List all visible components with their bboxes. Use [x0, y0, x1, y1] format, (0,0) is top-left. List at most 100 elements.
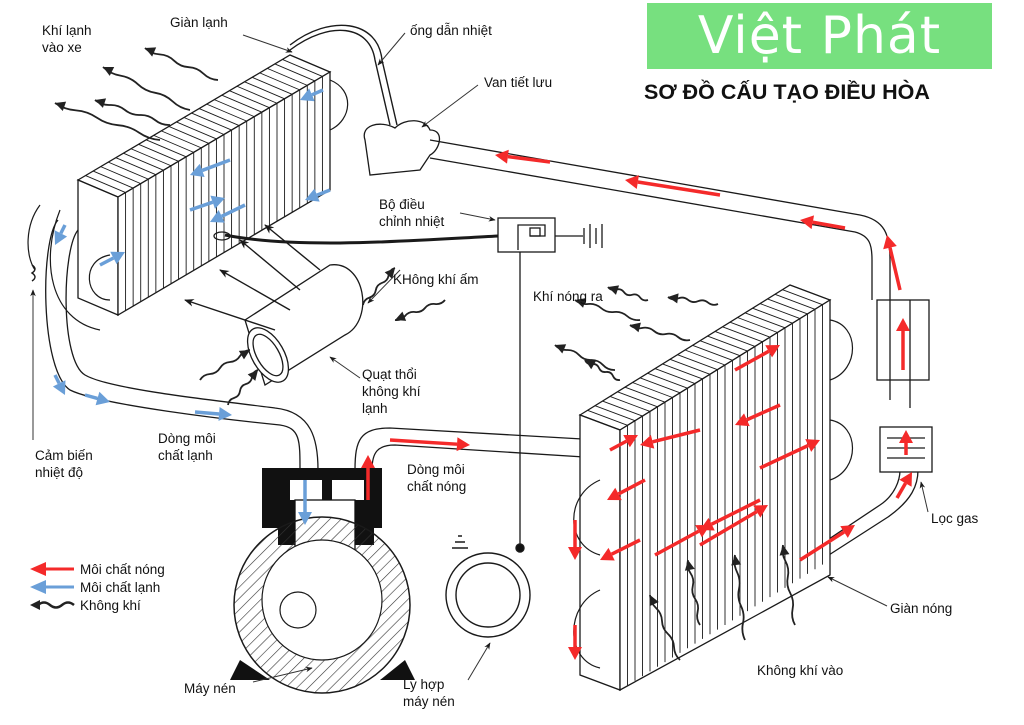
label-thermostat: Bộ điều chỉnh nhiệt: [379, 196, 444, 230]
fin: [767, 298, 808, 315]
fin: [229, 90, 270, 109]
flow-arrow-head: [600, 547, 615, 561]
air-arrowhead: [95, 98, 107, 108]
fin: [289, 54, 331, 73]
expansion-valve: [363, 120, 441, 176]
flow-arrow-shaft: [637, 180, 721, 197]
fin: [639, 377, 681, 394]
label-heat-pipe: ống dẫn nhiệt: [410, 23, 492, 38]
label-line: vào xe: [42, 40, 82, 55]
label-line: Dòng môi: [407, 462, 465, 477]
label-hot-flow: Dòng môi chất nóng: [407, 461, 466, 495]
fin: [77, 179, 119, 198]
label-line: Quạt thổi: [362, 367, 417, 382]
flow-arrow-head: [753, 505, 768, 518]
air-arrowhead: [238, 350, 250, 360]
legend-label: Môi chất lạnh: [80, 579, 161, 595]
label-line: Dòng môi: [158, 431, 216, 446]
air-wave: [94, 99, 171, 126]
air-arrowhead: [145, 47, 157, 57]
air-arrowhead: [555, 344, 567, 354]
fin: [108, 161, 149, 180]
blower-fan: [244, 264, 364, 386]
fin: [206, 103, 247, 122]
fin: [677, 354, 718, 371]
label-line: máy nén: [403, 694, 455, 709]
fin: [782, 289, 823, 306]
label-cold-air-to-car: Khí lạnh vào xe: [42, 22, 92, 56]
refrigerant-lines: [45, 139, 919, 581]
flow-arrow-shaft: [759, 443, 809, 470]
heat-pipe: [289, 29, 391, 126]
fin: [684, 349, 726, 366]
flow-arrow-shaft: [710, 498, 761, 526]
fin: [153, 134, 194, 153]
label-filter: Lọc gas: [931, 511, 979, 526]
air-wave: [686, 559, 701, 626]
flow-arrow-shaft: [895, 482, 908, 499]
flow-arrow-head: [54, 230, 68, 245]
fin: [752, 307, 793, 324]
air-wave: [199, 349, 251, 381]
blue-arrow-icon: [30, 580, 74, 594]
cold-refrigerant-arrows: [52, 88, 331, 525]
fin: [282, 59, 323, 77]
label-clutch: Ly hợp máy nén: [403, 676, 455, 710]
legend-item-air: Không khí: [28, 596, 165, 614]
flow-arrow-shaft: [746, 403, 781, 422]
flow-arrow-head: [190, 163, 205, 177]
flow-arrow-head: [300, 88, 315, 102]
air-wave: [629, 324, 691, 342]
fin: [191, 112, 232, 131]
fin: [123, 152, 164, 171]
flow-arrow-head: [640, 435, 655, 449]
air-arrowhead: [649, 595, 659, 607]
label-line: chỉnh nhiệt: [379, 214, 445, 229]
flow-arrow-shaft: [189, 200, 214, 212]
flow-arrow-head: [568, 647, 582, 660]
fin: [587, 409, 628, 426]
air-wave: [554, 344, 616, 371]
fin: [259, 72, 300, 91]
air-arrowhead: [55, 101, 67, 112]
label-line: lạnh: [362, 401, 388, 416]
label-air-in: Không khí vào: [757, 663, 844, 678]
flow-arrow-shaft: [888, 247, 902, 291]
fin: [609, 396, 651, 412]
flow-arrow-head: [800, 215, 815, 230]
flow-arrow-head: [735, 413, 750, 427]
fin: [722, 326, 763, 343]
label-expansion-valve: Van tiết lưu: [484, 75, 553, 90]
flow-arrow-shaft: [220, 203, 246, 218]
flow-arrow-head: [623, 434, 638, 448]
fin: [647, 372, 688, 389]
leader-lines: [30, 32, 929, 683]
hot-refrigerant-arrows: [361, 149, 913, 660]
fin: [130, 148, 172, 167]
fin: [617, 391, 658, 408]
fin: [168, 126, 210, 144]
flow-arrow-head: [568, 547, 582, 560]
flow-arrow-head: [883, 235, 897, 250]
flow-arrow-head: [361, 455, 375, 468]
air-arrowhead: [731, 555, 742, 566]
legend: Môi chất nóng Môi chất lạnh Không khí: [28, 560, 165, 614]
flow-arrow-head: [840, 525, 855, 538]
fin: [267, 67, 308, 86]
flow-arrow-head: [52, 380, 66, 395]
fin: [244, 81, 285, 100]
label-line: Bộ điều: [379, 197, 425, 212]
flow-arrow-shaft: [507, 154, 551, 164]
flow-arrow-shaft: [201, 158, 231, 173]
flow-arrow-shaft: [654, 529, 700, 557]
fin: [654, 368, 696, 384]
flow-arrow-shaft: [316, 188, 331, 197]
fin: [115, 157, 157, 176]
air-wave: [733, 554, 746, 641]
flow-arrow-head: [765, 345, 780, 358]
fin: [214, 99, 255, 118]
fin: [176, 121, 217, 140]
label-condenser: Giàn nóng: [890, 601, 953, 616]
flow-arrow-shaft: [389, 438, 458, 446]
